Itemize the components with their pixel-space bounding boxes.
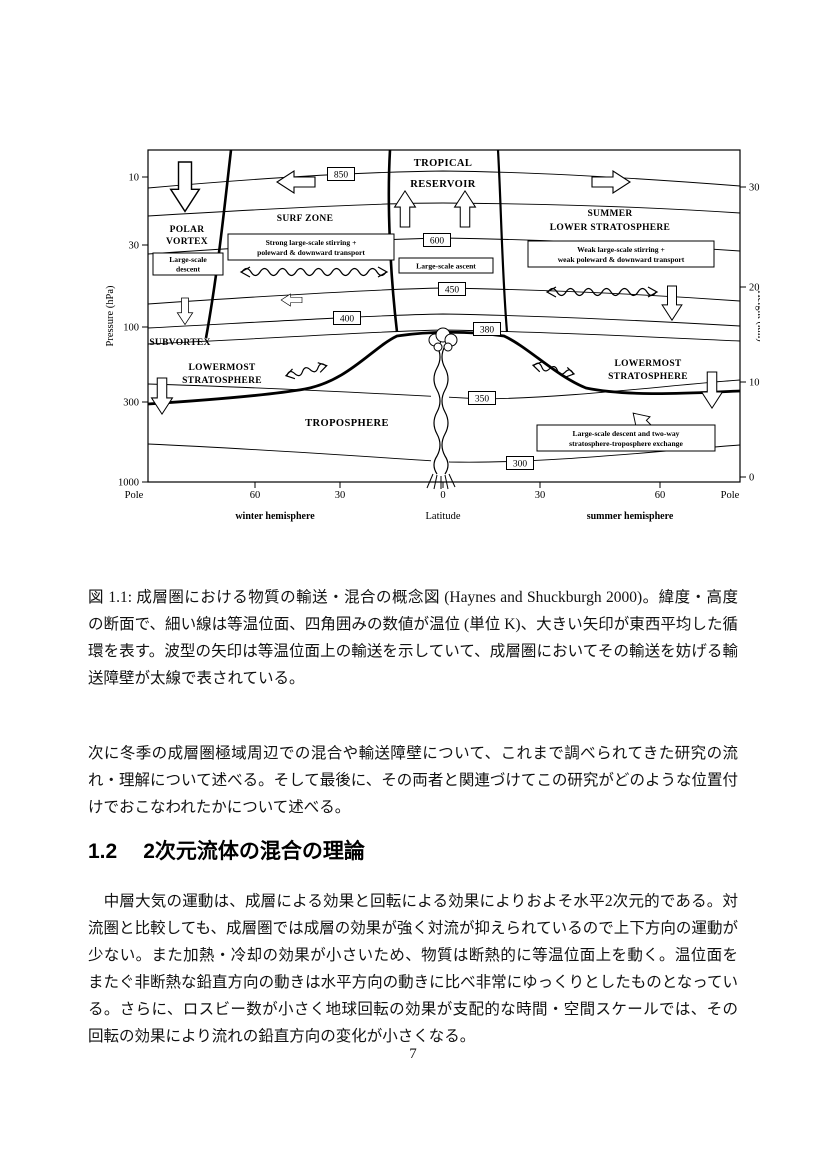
label-tropical-reservoir: TROPICAL <box>414 158 473 169</box>
theta-box-300: 300 <box>506 456 534 470</box>
figure-svg: 850 600 450 400 380 <box>105 149 760 522</box>
upward-arrow-tropics-left <box>394 190 416 228</box>
svg-text:STRATOSPHERE: STRATOSPHERE <box>182 376 262 386</box>
svg-text:VORTEX: VORTEX <box>166 237 208 247</box>
svg-text:300: 300 <box>513 460 528 470</box>
leftward-arrow-midlatitude <box>280 293 303 307</box>
svg-text:20: 20 <box>749 283 760 294</box>
label-lowermost-stratosphere-summer: LOWERMOST <box>614 359 681 369</box>
upward-arrow-tropics-right <box>454 190 476 228</box>
svg-text:poleward & downward transport: poleward & downward transport <box>257 248 365 257</box>
svg-text:600: 600 <box>430 237 445 247</box>
intro-paragraph: 次に冬季の成層圏極域周辺での混合や輸送障壁について、これまで調べられてきた研究の… <box>88 744 738 816</box>
pressure-axis: 10 30 100 300 1000 Pressure (hPa) <box>105 173 148 489</box>
theta-box-850: 850 <box>327 167 355 181</box>
descent-exchange-box: Large-scale descent and two-way stratosp… <box>536 424 716 452</box>
theta-box-350: 350 <box>468 391 496 405</box>
page-number: 7 <box>409 1046 417 1062</box>
theta-box-450: 450 <box>438 282 466 296</box>
label-subvortex: SUBVORTEX <box>149 338 210 348</box>
strong-stirring-box: Strong large-scale stirring + poleward &… <box>227 233 395 261</box>
wavy-arrow-lowermost-summer <box>531 361 576 378</box>
cloud-top-icon <box>428 327 458 352</box>
svg-text:10: 10 <box>129 173 140 184</box>
svg-text:30: 30 <box>335 490 346 501</box>
height-axis: 30 20 10 0 Height (km) <box>740 183 760 484</box>
label-troposphere: TROPOSPHERE <box>305 418 389 429</box>
figure-caption-tag: 図 1.1: <box>88 588 133 606</box>
svg-text:380: 380 <box>480 326 495 336</box>
svg-text:100: 100 <box>123 323 139 334</box>
pressure-axis-label: Pressure (hPa) <box>105 285 116 346</box>
svg-text:30: 30 <box>129 241 140 252</box>
svg-text:30: 30 <box>749 183 760 194</box>
rightward-arrow-summer <box>591 170 631 194</box>
svg-text:400: 400 <box>340 315 355 325</box>
summer-hemisphere-label: summer hemisphere <box>587 511 674 522</box>
figure-caption: 図 1.1: 成層圏における物質の輸送・混合の概念図 (Haynes and S… <box>88 584 738 692</box>
plot-frame <box>147 149 741 483</box>
summer-subtropical-edge <box>496 149 509 333</box>
svg-text:60: 60 <box>250 490 261 501</box>
svg-text:Large-scale: Large-scale <box>169 255 207 264</box>
winter-hemisphere-label: winter hemisphere <box>235 511 315 522</box>
column-fringe <box>426 473 456 490</box>
tropical-convection-column <box>426 327 458 490</box>
svg-text:1000: 1000 <box>118 478 139 489</box>
wavy-arrow-lowermost-winter <box>284 362 328 380</box>
downward-arrow-polar-vortex <box>169 161 201 213</box>
svg-text:Pole: Pole <box>125 490 144 501</box>
body-paragraph: 中層大気の運動は、成層による効果と回転による効果によりおよそ水平2次元的である。… <box>88 892 738 1045</box>
polar-vortex-edge <box>204 149 233 339</box>
svg-text:stratosphere-troposphere excha: stratosphere-troposphere exchange <box>569 439 683 448</box>
svg-text:850: 850 <box>334 171 349 181</box>
section-heading: 1.2 2次元流体の混合の理論 <box>88 835 738 865</box>
svg-text:Large-scale ascent: Large-scale ascent <box>416 262 476 271</box>
wavy-arrow-surf-zone <box>239 266 389 278</box>
figure-caption-text: 成層圏における物質の輸送・混合の概念図 (Haynes and Shuckbur… <box>88 588 739 687</box>
annotation-boxes: Strong large-scale stirring + poleward &… <box>152 233 716 452</box>
theta-value-boxes: 850 600 450 400 380 <box>327 167 534 470</box>
theta-box-380: 380 <box>473 322 501 336</box>
svg-text:10: 10 <box>749 378 760 389</box>
leftward-arrow-surf-zone <box>276 170 316 194</box>
wavy-arrow-summer-stirring <box>545 286 659 298</box>
section-title: 2次元流体の混合の理論 <box>143 840 365 864</box>
svg-text:0: 0 <box>749 473 754 484</box>
downward-arrow-winter-pole <box>151 377 173 415</box>
theta-box-600: 600 <box>423 233 451 247</box>
svg-text:descent: descent <box>176 265 201 274</box>
downward-arrow-summer-stratosphere <box>661 285 683 321</box>
label-surf-zone: SURF ZONE <box>277 214 333 224</box>
wavy-stirring-arrows <box>239 266 659 380</box>
theta-box-400: 400 <box>333 311 361 325</box>
svg-text:350: 350 <box>475 395 490 405</box>
label-polar-vortex: POLAR <box>170 225 205 235</box>
svg-text:Strong large-scale stirring +: Strong large-scale stirring + <box>266 238 357 247</box>
section-number: 1.2 <box>88 840 118 864</box>
svg-text:Pole: Pole <box>721 490 740 501</box>
weak-stirring-box: Weak large-scale stirring + weak polewar… <box>527 240 715 268</box>
svg-text:450: 450 <box>445 286 460 296</box>
latitude-axis: Pole 60 30 0 30 60 Pole winter hemispher… <box>125 482 740 522</box>
svg-text:Large-scale descent and two-wa: Large-scale descent and two-way <box>573 429 680 438</box>
large-scale-ascent-box: Large-scale ascent <box>398 257 494 274</box>
label-lowermost-stratosphere-winter: LOWERMOST <box>188 363 255 373</box>
latitude-label: Latitude <box>426 511 461 522</box>
figure-stratosphere-diagram: 850 600 450 400 380 <box>100 142 760 540</box>
svg-text:LOWER STRATOSPHERE: LOWER STRATOSPHERE <box>550 223 670 233</box>
svg-text:STRATOSPHERE: STRATOSPHERE <box>608 372 688 382</box>
large-scale-descent-box: Large-scale descent <box>152 252 224 276</box>
downward-arrow-summer-pole <box>701 371 723 409</box>
svg-text:RESERVOIR: RESERVOIR <box>410 179 475 190</box>
label-summer-lower-stratosphere: SUMMER <box>587 209 632 219</box>
region-labels: TROPICAL RESERVOIR POLAR VORTEX SURF ZON… <box>149 158 688 429</box>
height-axis-label: Height (km) <box>755 290 760 342</box>
svg-text:Weak large-scale stirring +: Weak large-scale stirring + <box>577 245 665 254</box>
svg-text:60: 60 <box>655 490 666 501</box>
svg-text:300: 300 <box>123 398 139 409</box>
svg-text:30: 30 <box>535 490 546 501</box>
svg-text:0: 0 <box>440 490 445 501</box>
svg-text:weak poleward & downward trans: weak poleward & downward transport <box>558 255 685 264</box>
